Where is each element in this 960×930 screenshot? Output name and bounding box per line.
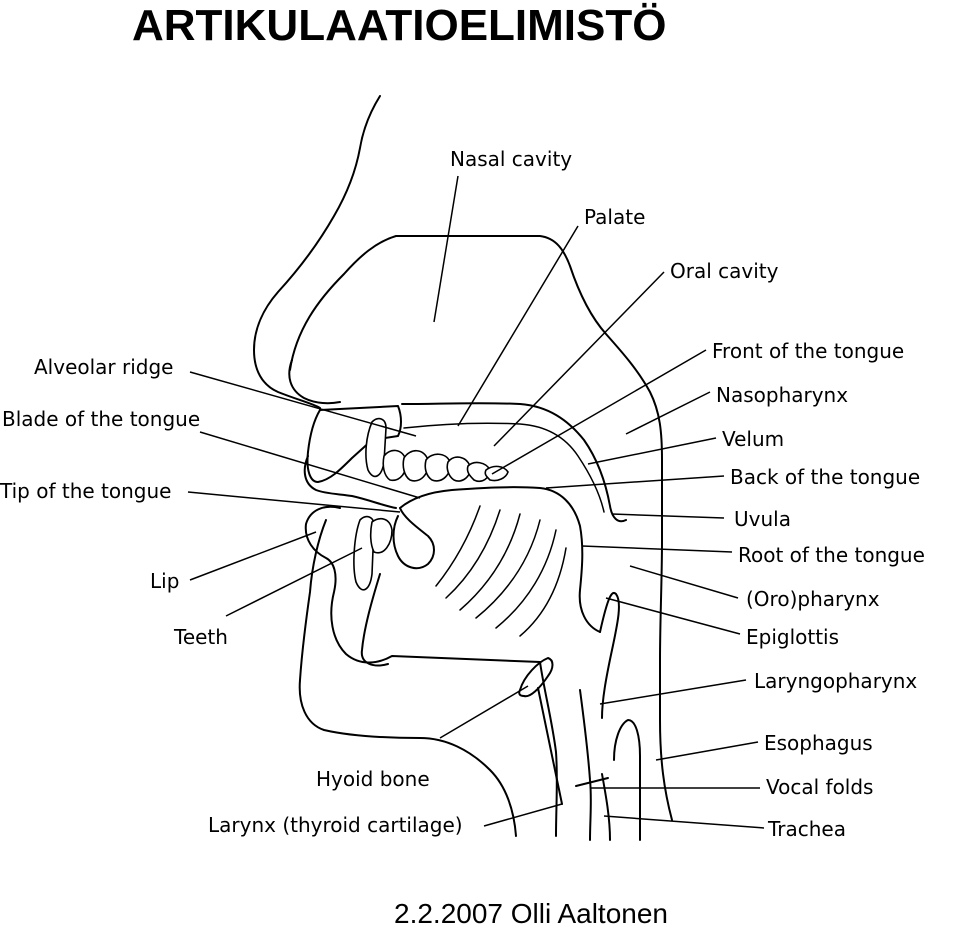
upper-jaw (306, 405, 402, 483)
label-oral-cavity: Oral cavity (670, 259, 779, 283)
pharynx-back-wall (659, 459, 673, 821)
nasal-cavity-outline (289, 235, 663, 461)
label-epiglottis: Epiglottis (746, 625, 839, 649)
label-trachea: Trachea (767, 817, 846, 841)
larynx-front (539, 661, 558, 837)
label-vocal-folds: Vocal folds (766, 775, 873, 799)
tongue-muscle-lines (435, 505, 567, 637)
label-blade-of-tongue: Blade of the tongue (2, 407, 200, 431)
palate-inner (403, 422, 605, 513)
hyoid-bone-shape (518, 657, 554, 698)
tongue-tip (392, 507, 435, 570)
label-laryngopharynx: Laryngopharynx (754, 669, 917, 693)
label-esophagus: Esophagus (764, 731, 873, 755)
label-alveolar-ridge: Alveolar ridge (34, 355, 173, 379)
label-teeth: Teeth (173, 625, 228, 649)
label-tip-of-tongue: Tip of the tongue (0, 479, 171, 503)
face-profile (253, 95, 381, 411)
slide-title: ARTIKULAATIOELIMISTÖ (132, 1, 667, 50)
thyroid-cartilage (537, 687, 563, 805)
vocal-folds-shape (575, 777, 609, 787)
nostril (288, 359, 341, 405)
label-root-of-tongue: Root of the tongue (738, 543, 925, 567)
lower-teeth (353, 515, 393, 591)
label-nasal-cavity: Nasal cavity (450, 147, 572, 171)
label-back-of-tongue: Back of the tongue (730, 465, 920, 489)
esophagus-wall (601, 773, 611, 841)
label-velum: Velum (722, 427, 784, 451)
upper-lip (303, 455, 397, 509)
jaw-inner (360, 573, 389, 667)
label-nasopharynx: Nasopharynx (716, 383, 848, 407)
tongue (399, 486, 601, 633)
larynx-back (579, 689, 592, 841)
label-hyoid-bone: Hyoid bone (316, 767, 430, 791)
epiglottis-shape (599, 592, 620, 719)
footer-date-author: 2.2.2007 Olli Aaltonen (394, 898, 668, 929)
label-uvula: Uvula (734, 507, 791, 531)
label-oropharynx: (Oro)pharynx (746, 587, 880, 611)
upper-teeth (365, 417, 509, 483)
label-palate: Palate (584, 205, 645, 229)
label-lip: Lip (150, 569, 179, 593)
lower-jaw (298, 519, 517, 837)
label-larynx: Larynx (thyroid cartilage) (208, 813, 463, 837)
label-front-of-tongue: Front of the tongue (712, 339, 904, 363)
leader-lines (187, 175, 765, 829)
lower-lip-chin (304, 505, 541, 664)
esophagus-tube (613, 719, 641, 841)
